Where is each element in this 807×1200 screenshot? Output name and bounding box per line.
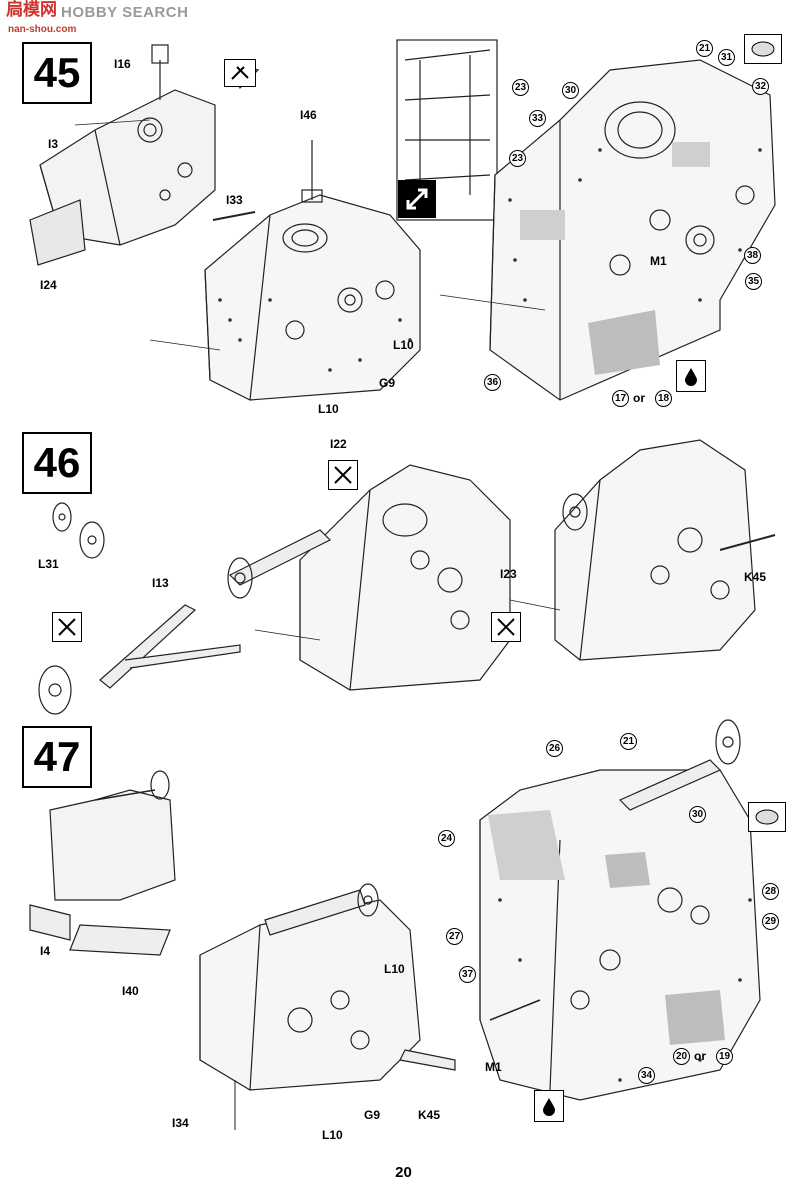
no-glue-icon xyxy=(491,612,521,642)
part-label: I13 xyxy=(152,576,169,590)
part-label: L10 xyxy=(318,402,339,416)
decal-ref: 24 xyxy=(438,830,455,847)
decal-ref: 29 xyxy=(762,913,779,930)
decal-ref: 20 xyxy=(673,1048,690,1065)
no-glue-icon xyxy=(52,612,82,642)
part-label: I34 xyxy=(172,1116,189,1130)
decal-ref: 21 xyxy=(696,40,713,57)
paint-drop-icon xyxy=(534,1090,564,1122)
decal-ref: 21 xyxy=(620,733,637,750)
part-label: I40 xyxy=(122,984,139,998)
part-label: L10 xyxy=(384,962,405,976)
site-watermark: 扃模网 HOBBY SEARCH nan-shou.com xyxy=(6,0,189,36)
swatch-icon xyxy=(748,802,786,832)
no-glue-icon xyxy=(328,460,358,490)
part-label: I3 xyxy=(48,137,59,151)
part-label: I4 xyxy=(40,944,51,958)
step-45-number: 45 xyxy=(22,42,92,104)
step-46-number: 46 xyxy=(22,432,92,494)
watermark-url: nan-shou.com xyxy=(8,24,77,35)
step-47-number: 47 xyxy=(22,726,92,788)
part-label: I46 xyxy=(300,108,317,122)
part-label: K45 xyxy=(744,570,767,584)
or-text: or xyxy=(633,391,645,405)
decal-ref: 35 xyxy=(745,273,762,290)
decal-ref: 31 xyxy=(718,49,735,66)
flip-icon xyxy=(398,180,436,218)
part-label: I16 xyxy=(114,57,131,71)
swatch-icon xyxy=(744,34,782,64)
decal-ref: 28 xyxy=(762,883,779,900)
part-label: K45 xyxy=(418,1108,441,1122)
decal-ref: 23 xyxy=(509,150,526,167)
page-number: 20 xyxy=(395,1164,412,1181)
decal-ref: 26 xyxy=(546,740,563,757)
part-label: I24 xyxy=(40,278,57,292)
or-text: or xyxy=(694,1049,706,1063)
watermark-logo: 扃模网 xyxy=(6,0,57,20)
decal-ref: 19 xyxy=(716,1048,733,1065)
decal-ref: 30 xyxy=(689,806,706,823)
decal-ref: 34 xyxy=(638,1067,655,1084)
glue-icon xyxy=(224,59,256,87)
decal-ref: 17 xyxy=(612,390,629,407)
part-label: I23 xyxy=(500,567,517,581)
decal-ref: 18 xyxy=(655,390,672,407)
part-label: L10 xyxy=(393,338,414,352)
part-label: G9 xyxy=(379,376,396,390)
part-label: L31 xyxy=(38,557,59,571)
decal-ref: 33 xyxy=(529,110,546,127)
decal-ref: 36 xyxy=(484,374,501,391)
decal-ref: 23 xyxy=(512,79,529,96)
part-label: G9 xyxy=(364,1108,381,1122)
decal-ref: 32 xyxy=(752,78,769,95)
decal-ref: 30 xyxy=(562,82,579,99)
paint-drop-icon xyxy=(676,360,706,392)
part-label: I22 xyxy=(330,437,347,451)
decal-ref: 27 xyxy=(446,928,463,945)
watermark-search: HOBBY SEARCH xyxy=(61,4,189,21)
part-label: M1 xyxy=(485,1060,502,1074)
part-label: L10 xyxy=(322,1128,343,1142)
decal-ref: 37 xyxy=(459,966,476,983)
part-label: M1 xyxy=(650,254,667,268)
decal-ref: 38 xyxy=(744,247,761,264)
part-label: I33 xyxy=(226,193,243,207)
